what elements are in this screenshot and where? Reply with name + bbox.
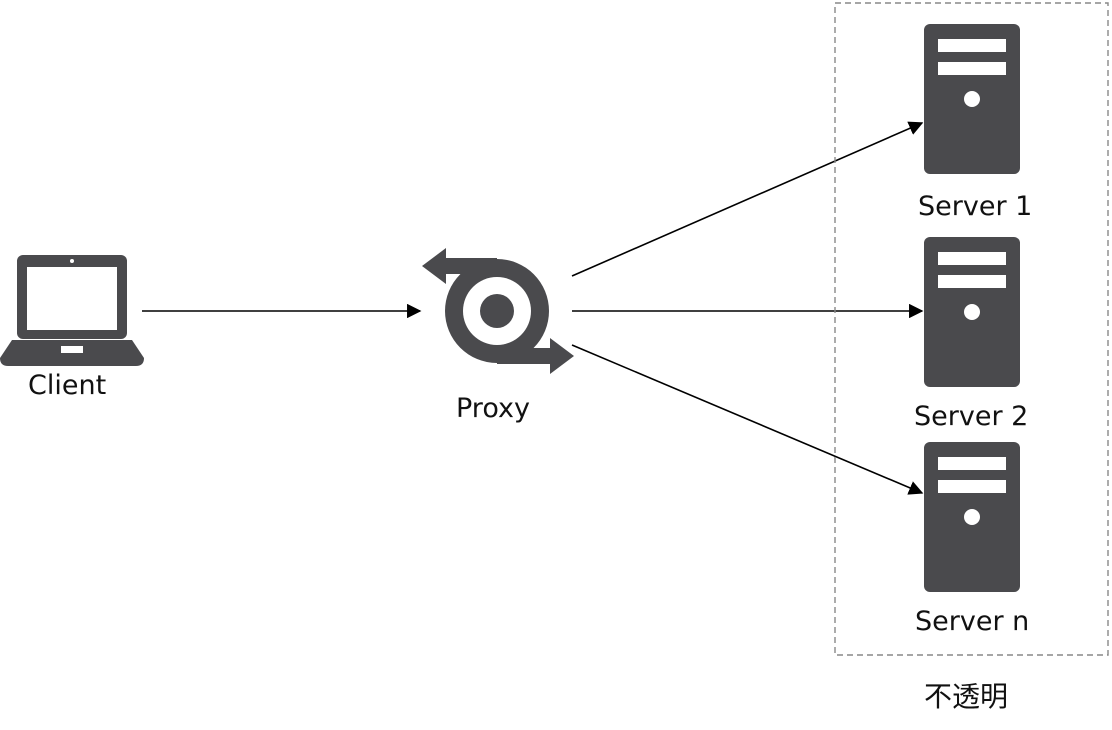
server-1-label: Server 1 (918, 191, 1033, 222)
server-icon (924, 24, 1020, 174)
laptop-icon (0, 255, 144, 366)
server-icon (924, 237, 1020, 387)
group-label: 不透明 (924, 680, 1009, 713)
proxy-cycle-icon (422, 248, 574, 374)
server-n-label: Server n (915, 606, 1030, 637)
server-2-label: Server 2 (914, 401, 1029, 432)
arrow-proxy-to-server-1 (571, 121, 924, 277)
server-group-border (834, 2, 1109, 656)
client-label: Client (28, 370, 107, 401)
server-icon (924, 442, 1020, 592)
arrow-proxy-to-server-n (571, 344, 924, 495)
proxy-label: Proxy (456, 393, 530, 424)
